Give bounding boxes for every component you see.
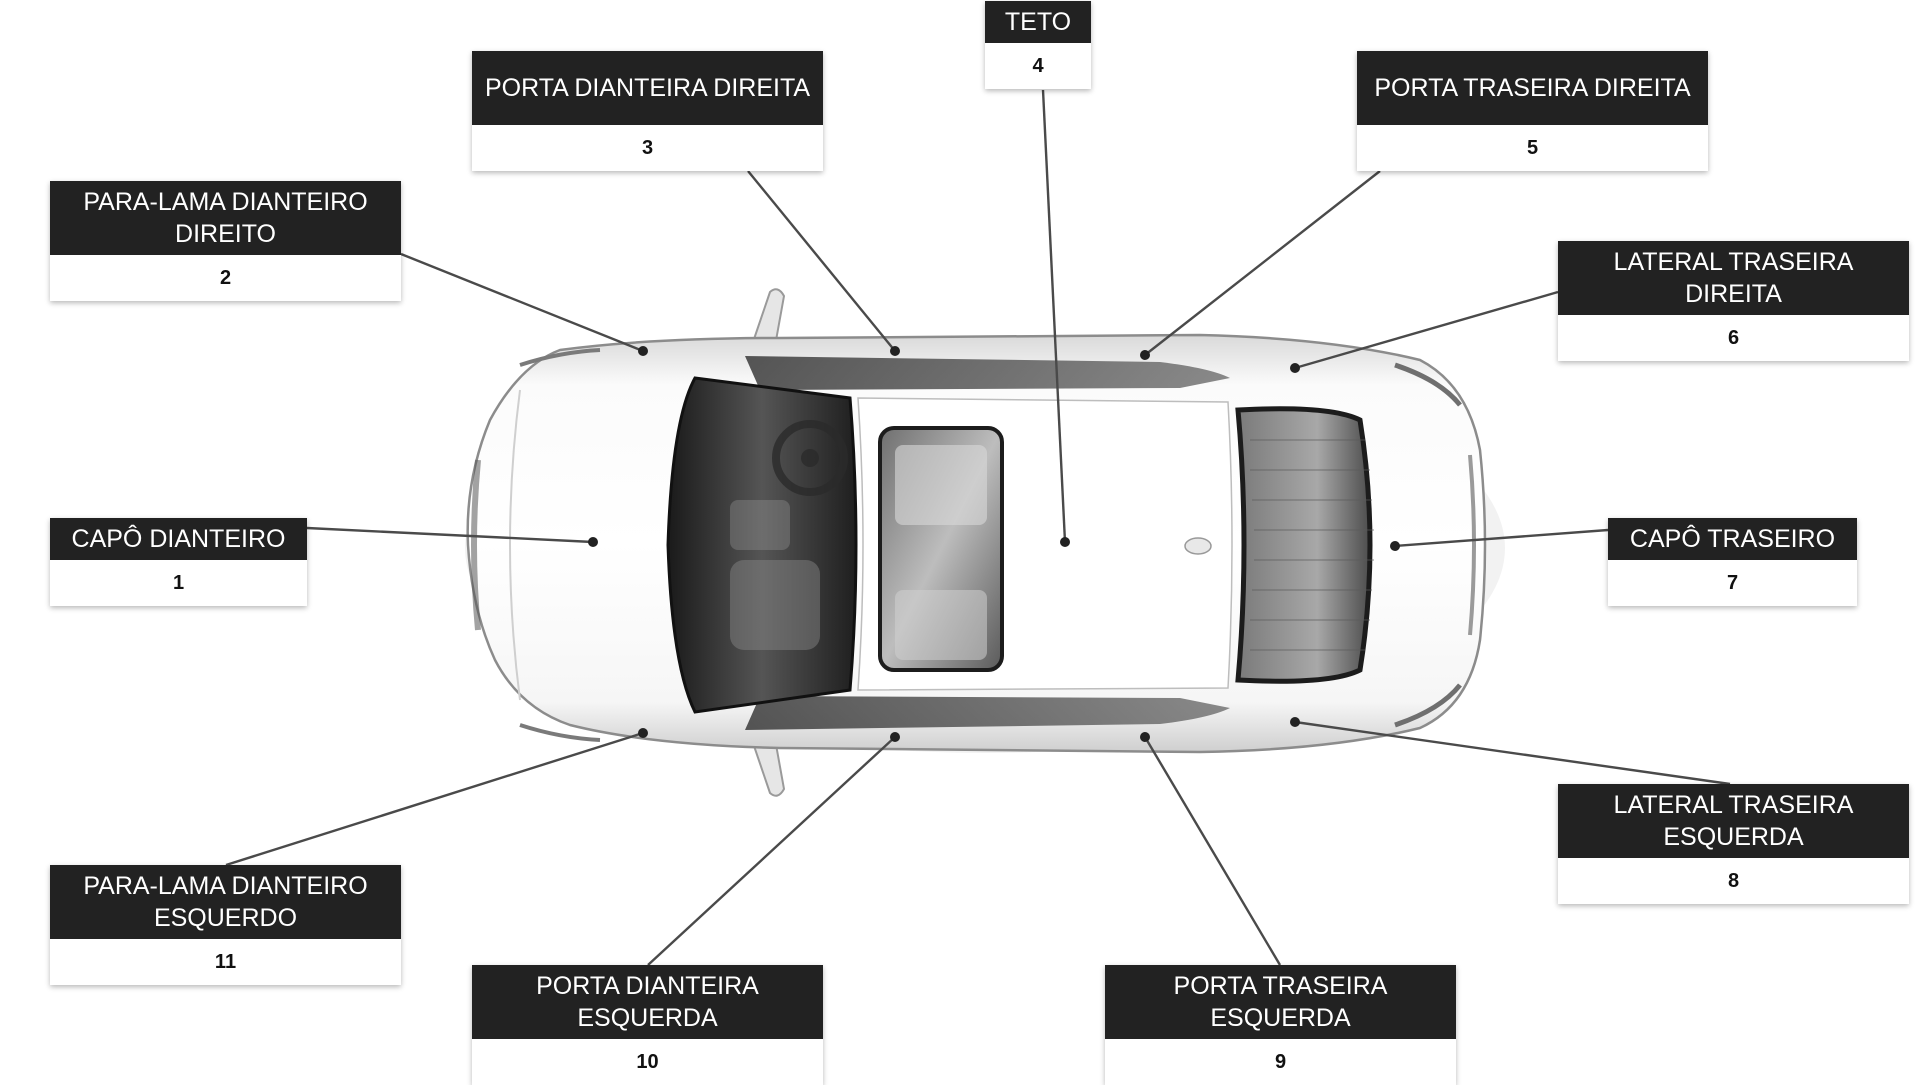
leader-line-porta-traseira-esquerda [1143,736,1282,966]
anchor-dot-lateral-traseira-esquerda [1290,717,1300,727]
label-teto[interactable]: TETO 4 [985,1,1091,89]
leader-line-porta-dianteira-esquerda [647,736,896,966]
label-lateral-traseira-esquerda-number: 8 [1727,869,1740,892]
label-porta-dianteira-direita-number: 3 [641,136,654,159]
label-capo-traseiro-number: 7 [1726,571,1739,594]
label-porta-dianteira-esquerda-number: 10 [636,1050,659,1073]
label-lateral-traseira-esquerda-title: LATERAL TRASEIRA ESQUERDA [1558,784,1909,858]
label-porta-traseira-direita-number: 5 [1526,136,1539,159]
anchor-dot-para-lama-dianteiro-esquerdo [638,728,648,738]
leader-line-lateral-traseira-direita [1294,290,1559,370]
label-para-lama-dianteiro-direito-number: 2 [219,266,232,289]
anchor-dot-porta-traseira-direita [1140,350,1150,360]
label-porta-traseira-direita-title: PORTA TRASEIRA DIREITA [1357,51,1708,125]
label-teto-number: 4 [1032,54,1044,77]
anchor-dot-porta-dianteira-esquerda [890,732,900,742]
leader-line-lateral-traseira-esquerda [1294,720,1731,786]
label-teto-title: TETO [985,1,1091,43]
anchor-dot-teto [1060,537,1070,547]
label-capo-traseiro[interactable]: CAPÔ TRASEIRO 7 [1608,518,1857,606]
label-para-lama-dianteiro-esquerdo[interactable]: PARA-LAMA DIANTEIRO ESQUERDO 11 [50,865,401,985]
anchor-dot-porta-traseira-esquerda [1140,732,1150,742]
leader-line-capo-dianteiro [306,526,594,544]
leader-line-capo-traseiro [1394,528,1609,548]
label-capo-dianteiro-number: 1 [172,571,185,594]
label-para-lama-dianteiro-esquerdo-number: 11 [214,950,237,973]
anchor-dot-capo-dianteiro [588,537,598,547]
leader-line-para-lama-dianteiro-direito [400,252,644,353]
label-porta-dianteira-esquerda-title: PORTA DIANTEIRA ESQUERDA [472,965,823,1039]
label-lateral-traseira-direita-title: LATERAL TRASEIRA DIREITA [1558,241,1909,315]
leader-line-porta-dianteira-direita [747,170,896,352]
label-para-lama-dianteiro-direito[interactable]: PARA-LAMA DIANTEIRO DIREITO 2 [50,181,401,301]
anchor-dot-para-lama-dianteiro-direito [638,346,648,356]
leader-line-porta-traseira-direita [1144,170,1381,356]
label-lateral-traseira-direita-number: 6 [1727,326,1740,349]
label-porta-traseira-esquerda-number: 9 [1274,1050,1287,1073]
label-para-lama-dianteiro-esquerdo-title: PARA-LAMA DIANTEIRO ESQUERDO [50,865,401,939]
label-porta-dianteira-direita[interactable]: PORTA DIANTEIRA DIREITA 3 [472,51,823,171]
label-porta-dianteira-esquerda[interactable]: PORTA DIANTEIRA ESQUERDA 10 [472,965,823,1085]
label-lateral-traseira-esquerda[interactable]: LATERAL TRASEIRA ESQUERDA 8 [1558,784,1909,904]
label-porta-traseira-esquerda[interactable]: PORTA TRASEIRA ESQUERDA 9 [1105,965,1456,1085]
label-porta-dianteira-direita-title: PORTA DIANTEIRA DIREITA [472,51,823,125]
label-capo-dianteiro[interactable]: CAPÔ DIANTEIRO 1 [50,518,307,606]
leader-line-para-lama-dianteiro-esquerdo [225,731,644,867]
label-porta-traseira-esquerda-title: PORTA TRASEIRA ESQUERDA [1105,965,1456,1039]
leader-line-teto [1041,89,1067,543]
label-lateral-traseira-direita[interactable]: LATERAL TRASEIRA DIREITA 6 [1558,241,1909,361]
anchor-dot-capo-traseiro [1390,541,1400,551]
label-para-lama-dianteiro-direito-title: PARA-LAMA DIANTEIRO DIREITO [50,181,401,255]
label-capo-traseiro-title: CAPÔ TRASEIRO [1608,518,1857,560]
label-capo-dianteiro-title: CAPÔ DIANTEIRO [50,518,307,560]
anchor-dot-porta-dianteira-direita [890,346,900,356]
label-porta-traseira-direita[interactable]: PORTA TRASEIRA DIREITA 5 [1357,51,1708,171]
anchor-dot-lateral-traseira-direita [1290,363,1300,373]
